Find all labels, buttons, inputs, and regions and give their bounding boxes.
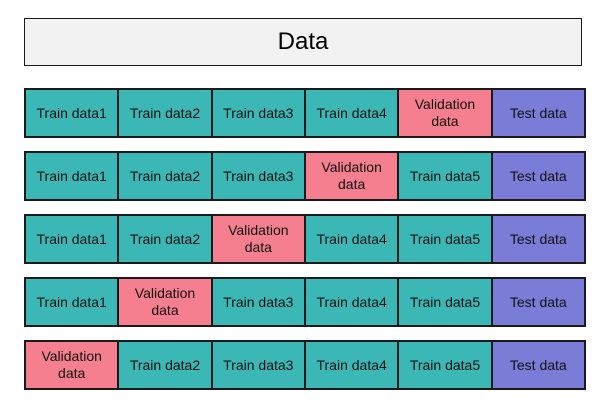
train-segment: Train data4 bbox=[305, 216, 400, 262]
test-segment: Test data bbox=[492, 279, 584, 325]
validation-segment: Validation data bbox=[212, 216, 306, 262]
validation-segment: Validation data bbox=[399, 90, 493, 136]
train-segment: Train data2 bbox=[119, 342, 213, 388]
train-segment: Train data4 bbox=[305, 279, 400, 325]
train-segment: Train data3 bbox=[212, 153, 306, 199]
train-segment: Train data1 bbox=[26, 90, 120, 136]
validation-segment: Validation data bbox=[305, 153, 400, 199]
test-segment: Test data bbox=[492, 216, 584, 262]
train-segment: Train data5 bbox=[399, 216, 493, 262]
train-segment: Train data1 bbox=[26, 153, 120, 199]
train-segment: Train data5 bbox=[399, 279, 493, 325]
train-segment: Train data4 bbox=[305, 90, 400, 136]
train-segment: Train data3 bbox=[212, 279, 306, 325]
train-segment: Train data3 bbox=[212, 90, 306, 136]
test-segment: Test data bbox=[492, 90, 584, 136]
train-segment: Train data4 bbox=[305, 342, 400, 388]
train-segment: Train data2 bbox=[119, 153, 213, 199]
data-title-box: Data bbox=[24, 18, 582, 66]
train-segment: Train data5 bbox=[399, 342, 493, 388]
train-segment: Train data5 bbox=[399, 153, 493, 199]
train-segment: Train data2 bbox=[119, 216, 213, 262]
test-segment: Test data bbox=[492, 342, 584, 388]
data-title: Data bbox=[277, 28, 329, 55]
train-segment: Train data1 bbox=[26, 216, 120, 262]
train-segment: Train data2 bbox=[119, 90, 213, 136]
validation-segment: Validation data bbox=[119, 279, 213, 325]
validation-segment: Validation data bbox=[26, 342, 120, 388]
test-segment: Test data bbox=[492, 153, 584, 199]
train-segment: Train data3 bbox=[212, 342, 306, 388]
train-segment: Train data1 bbox=[26, 279, 120, 325]
